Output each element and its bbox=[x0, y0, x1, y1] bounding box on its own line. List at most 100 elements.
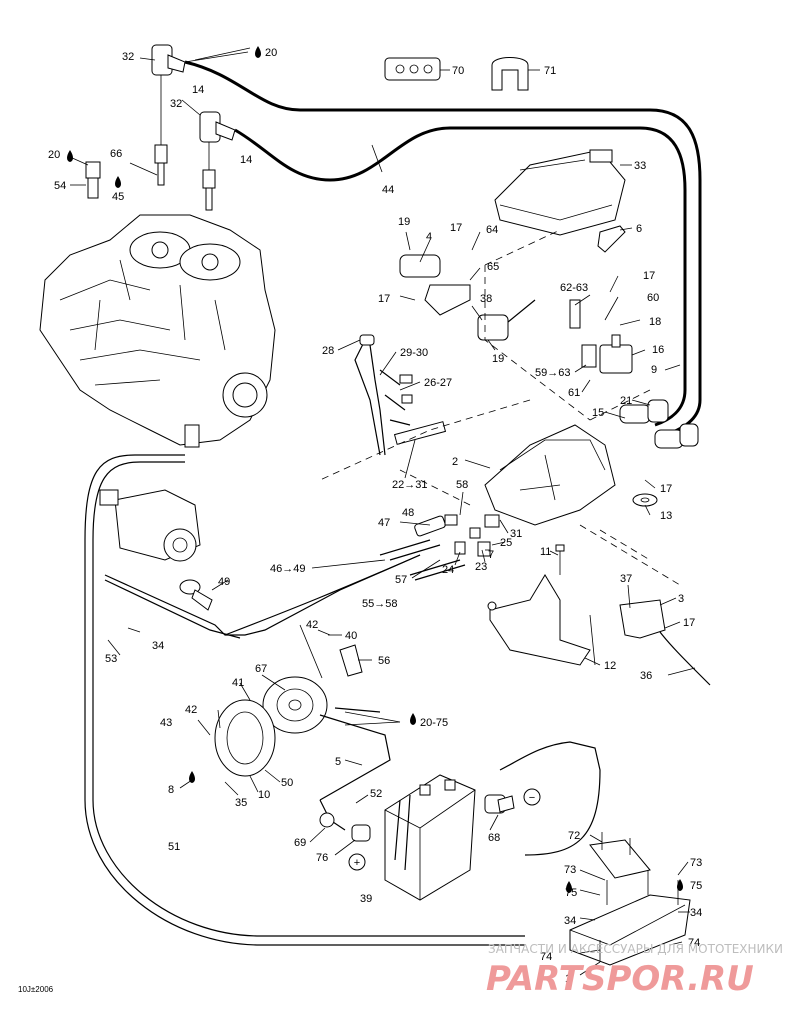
watermark: ЗАПЧАСТИ И АКСЕССУАРЫ ДЛЯ МОТОТЕХНИКИ PA… bbox=[486, 942, 783, 999]
watermark-tagline: ЗАПЧАСТИ И АКСЕССУАРЫ ДЛЯ МОТОТЕХНИКИ bbox=[488, 942, 783, 956]
callout-label: 43 bbox=[160, 717, 172, 729]
callout-label: 31 bbox=[510, 528, 522, 540]
callout-label: 33 bbox=[634, 160, 646, 172]
cable-grommets bbox=[619, 399, 699, 449]
callout-label: 75 bbox=[565, 887, 577, 899]
callout-label: 20 bbox=[265, 47, 277, 59]
drop-icon bbox=[566, 881, 572, 893]
callout-label: 17 bbox=[683, 617, 695, 629]
callout-label: 52 bbox=[370, 788, 382, 800]
support-bracket bbox=[487, 574, 596, 666]
bracket-3 bbox=[619, 599, 666, 639]
battery-strap bbox=[394, 794, 411, 871]
callout-label: 75 bbox=[690, 880, 702, 892]
callout-label: 56 bbox=[378, 655, 390, 667]
callout-label: 74 bbox=[540, 951, 552, 963]
magneto-lead bbox=[319, 714, 391, 801]
ground-cable bbox=[659, 631, 711, 686]
callout-label: 2 bbox=[452, 456, 458, 468]
regulator-16 bbox=[599, 334, 633, 374]
callout-label: 20 bbox=[48, 149, 60, 161]
spark-plug-right bbox=[202, 140, 216, 211]
cable-end-47 bbox=[414, 514, 500, 537]
wiring-harness bbox=[354, 334, 447, 456]
callout-label: 45 bbox=[112, 191, 124, 203]
callout-label: 7 bbox=[488, 549, 494, 561]
callout-label: 49 bbox=[218, 576, 230, 588]
callout-label: 72 bbox=[568, 830, 580, 842]
callout-label: 17 bbox=[643, 270, 655, 282]
callout-label: 68 bbox=[488, 832, 500, 844]
callout-label: 1 bbox=[565, 973, 571, 985]
callout-label: 62-63 bbox=[560, 282, 588, 294]
ignition-coil bbox=[399, 254, 471, 316]
starter-cable bbox=[224, 554, 421, 636]
negative-sign-label: − bbox=[529, 792, 535, 804]
callout-label: 54 bbox=[54, 180, 66, 192]
main-cable-loop-inner bbox=[92, 461, 525, 937]
callout-label: 15 bbox=[592, 407, 604, 419]
callout-label: 34 bbox=[152, 640, 164, 652]
terminal-76 bbox=[351, 824, 371, 842]
battery bbox=[384, 774, 476, 901]
relay-59-63 bbox=[569, 299, 597, 368]
spark-plug-cap-upper bbox=[151, 44, 186, 76]
drop-icon bbox=[189, 771, 195, 783]
callout-label: 37 bbox=[620, 573, 632, 585]
callout-label: 74 bbox=[688, 937, 700, 949]
callout-label: 14 bbox=[240, 154, 252, 166]
callout-label: 20-75 bbox=[420, 717, 448, 729]
callout-label: 59→63 bbox=[535, 367, 570, 379]
terminal-69 bbox=[319, 812, 335, 828]
callout-label: 28 bbox=[322, 345, 334, 357]
positive-terminal-sign: + bbox=[348, 853, 366, 871]
watermark-brand: PARTSPOR.RU bbox=[486, 959, 754, 999]
callout-label: 12 bbox=[604, 660, 616, 672]
callout-label: 42 bbox=[185, 704, 197, 716]
bolt-11 bbox=[555, 544, 565, 575]
starter-motor bbox=[99, 489, 201, 562]
callout-label: 8 bbox=[168, 784, 174, 796]
braided-line-2 bbox=[409, 559, 466, 581]
module-outline bbox=[319, 229, 651, 481]
drop-icon bbox=[410, 713, 416, 725]
callout-label: 10 bbox=[258, 789, 270, 801]
callout-label: 18 bbox=[649, 316, 661, 328]
callout-label: 21 bbox=[620, 395, 632, 407]
callout-label: 26-27 bbox=[424, 377, 452, 389]
drop-icon bbox=[255, 46, 261, 58]
callout-label: 9 bbox=[651, 364, 657, 376]
callout-label: 19 bbox=[398, 216, 410, 228]
main-cable-loop bbox=[84, 454, 525, 946]
callout-label: 24 bbox=[442, 564, 454, 576]
flywheel-assembly bbox=[262, 676, 328, 734]
callout-label: 60 bbox=[647, 292, 659, 304]
ignition-cable-outer bbox=[184, 60, 702, 437]
callout-label: 47 bbox=[378, 517, 390, 529]
mount-outline bbox=[399, 469, 681, 586]
callout-label: 57 bbox=[395, 574, 407, 586]
callout-label: 34 bbox=[690, 907, 702, 919]
callout-label: 16 bbox=[652, 344, 664, 356]
callout-label: 19 bbox=[492, 353, 504, 365]
callout-label: 29-30 bbox=[400, 347, 428, 359]
banjo-fitting-49 bbox=[179, 579, 213, 611]
callout-label: 4 bbox=[426, 231, 432, 243]
callout-label: 32 bbox=[122, 51, 134, 63]
engine-assembly bbox=[39, 214, 276, 448]
drop-icon bbox=[115, 176, 121, 188]
callout-label: 22→31 bbox=[392, 479, 427, 491]
callout-label: 48 bbox=[402, 507, 414, 519]
ecm-module bbox=[494, 149, 626, 236]
callout-label: 11 bbox=[540, 546, 551, 558]
callout-label: 46→49 bbox=[270, 563, 305, 575]
drop-icon bbox=[67, 150, 73, 162]
spark-plug-left bbox=[154, 75, 168, 186]
callout-label: 36 bbox=[640, 670, 652, 682]
callout-label: 42 bbox=[306, 619, 318, 631]
callout-label: 39 bbox=[360, 893, 372, 905]
connector-56 bbox=[339, 644, 363, 677]
callout-labels: 32 20 14 32 14 20 66 54 45 70 71 44 33 6… bbox=[48, 47, 702, 985]
callout-label: 76 bbox=[316, 852, 328, 864]
callout-label: 53 bbox=[105, 653, 117, 665]
